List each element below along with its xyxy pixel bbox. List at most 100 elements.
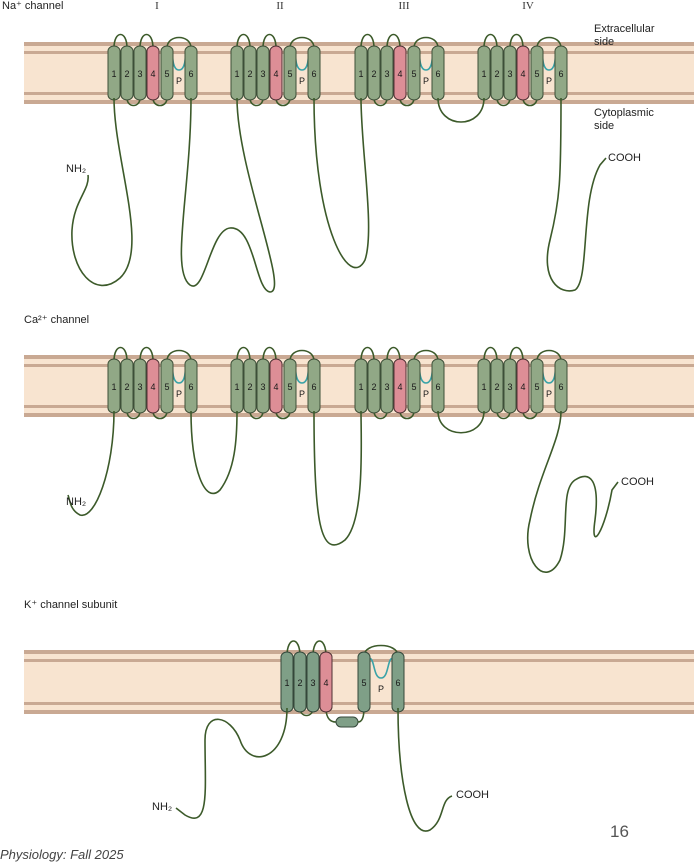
k-pore-loop	[368, 657, 394, 679]
ca-domain-3-segment-4-label: 4	[397, 382, 402, 392]
k-membrane-outer-rail	[24, 650, 694, 654]
ca-n-terminus	[67, 410, 115, 516]
ca-domain-1-pore-label: P	[176, 389, 182, 399]
na-domain-3-segment-3-label: 3	[384, 69, 389, 79]
ca-domain-2-segment-3	[256, 358, 270, 414]
ca-domain-2-segment-5-label: 5	[287, 382, 292, 392]
ca-domain-3-loop-s3-s4	[386, 346, 401, 362]
extracellular-label: Extracellular	[594, 23, 655, 35]
k-segment-5-label: 5	[361, 678, 366, 688]
na-linker-I-II	[180, 97, 276, 293]
ca-domain-4-segment-4-label: 4	[520, 382, 525, 392]
k-segment-4-label: 4	[323, 678, 328, 688]
k-pore-label: P	[378, 684, 384, 694]
k-nh2-label: NH₂	[152, 801, 172, 813]
na-domain-1-segment-2-label: 2	[124, 69, 129, 79]
ca-domain-4-segment-2-label: 2	[494, 382, 499, 392]
extracellular-side-label: side	[594, 36, 614, 48]
na-domain-2-loop-s5-s6	[289, 36, 315, 49]
na-domain-1-loop-s1-s2	[113, 33, 128, 49]
na-domain-1-segment-3-label: 3	[137, 69, 142, 79]
na-domain-4-loop-s3-s4	[509, 33, 524, 49]
ca-domain-4-segment-4	[516, 358, 530, 414]
ca-domain-4-segment-3	[503, 358, 517, 414]
ca-domain-1-segment-6-label: 6	[188, 382, 193, 392]
na-domain-4-segment-5-label: 5	[534, 69, 539, 79]
ca-domain-1-loop-s5-s6	[166, 349, 192, 362]
na-domain-3-segment-5-label: 5	[411, 69, 416, 79]
na-domain-1-pore-label: P	[176, 76, 182, 86]
domain-label-IV: IV	[522, 0, 534, 12]
ca-domain-4-segment-3-label: 3	[507, 382, 512, 392]
footer-course-label: Physiology: Fall 2025	[0, 847, 124, 862]
k-segment-2	[293, 651, 307, 713]
na-domain-3-segment-4	[393, 45, 407, 101]
na-domain-3-loop-s3-s4	[386, 33, 401, 49]
ca-linker-II-III	[313, 410, 363, 546]
k-segment-3	[306, 651, 320, 713]
ca-domain-3-segment-4	[393, 358, 407, 414]
na-domain-3-segment-1-label: 1	[358, 69, 363, 79]
ca-domain-2-loop-s3-s4	[262, 346, 277, 362]
ca-domain-3-loop-s1-s2	[360, 346, 375, 362]
ca-domain-2-segment-6-label: 6	[311, 382, 316, 392]
cytoplasmic-side-label: side	[594, 120, 614, 132]
na-domain-1-segment-4	[146, 45, 160, 101]
ca-domain-1-segment-5-label: 5	[164, 382, 169, 392]
ca-domain-4-loop-s3-s4	[509, 346, 524, 362]
na-domain-4-segment-6-label: 6	[558, 69, 563, 79]
na-nh2-label: NH₂	[66, 163, 86, 175]
cytoplasmic-label: Cytoplasmic	[594, 107, 654, 119]
na-n-terminus	[71, 97, 133, 287]
ca-linker-I-II	[190, 410, 238, 495]
na-domain-4-segment-5	[530, 45, 544, 101]
na-domain-1-segment-5-label: 5	[164, 69, 169, 79]
ca-c-terminus	[526, 410, 619, 573]
ca-domain-3-segment-2	[367, 358, 381, 414]
na-membrane-inner-rail	[24, 100, 694, 104]
ca-domain-2-loop-s1-s2	[236, 346, 251, 362]
na-domain-2-segment-2-label: 2	[247, 69, 252, 79]
na-c-terminus	[546, 97, 607, 292]
domain-label-I: I	[155, 0, 159, 12]
na-domain-4-segment-2	[490, 45, 504, 101]
ca-domain-3-loop-s5-s6	[413, 349, 439, 362]
k-segment-4	[319, 651, 333, 713]
ca-domain-1-segment-3-label: 3	[137, 382, 142, 392]
na-domain-2-segment-4-label: 4	[273, 69, 278, 79]
ca-cooh-label: COOH	[621, 476, 654, 488]
k-segment-5	[357, 651, 371, 713]
k-segment-2-label: 2	[297, 678, 302, 688]
na-domain-2-segment-5	[283, 45, 297, 101]
na-cooh-label: COOH	[608, 152, 641, 164]
ca-domain-3-segment-5-label: 5	[411, 382, 416, 392]
na-domain-2-segment-3-label: 3	[260, 69, 265, 79]
domain-label-II: II	[276, 0, 284, 12]
na-domain-3-loop-s1-s2	[360, 33, 375, 49]
ca-domain-1-loop-s3-s4	[139, 346, 154, 362]
k-segment-6-label: 6	[395, 678, 400, 688]
ca-linker-III-IV	[437, 410, 485, 434]
k-channel-title: K⁺ channel subunit	[24, 599, 117, 611]
na-domain-2-segment-2	[243, 45, 257, 101]
na-domain-4-loop-s5-s6	[536, 36, 562, 49]
na-channel-title: Na⁺ channel	[2, 0, 63, 12]
na-domain-2-pore-label: P	[299, 76, 305, 86]
k-c-terminus	[397, 707, 453, 832]
ca-domain-4-segment-2	[490, 358, 504, 414]
ca-domain-1-segment-2	[120, 358, 134, 414]
ca-domain-3-segment-5	[407, 358, 421, 414]
ca-domain-2-segment-5	[283, 358, 297, 414]
k-segment-3-label: 3	[310, 678, 315, 688]
ca-domain-1-loop-s1-s2	[113, 346, 128, 362]
na-domain-4-segment-4	[516, 45, 530, 101]
ca-domain-1-segment-1-label: 1	[111, 382, 116, 392]
ca-domain-2-segment-4-label: 4	[273, 382, 278, 392]
na-domain-2-segment-1-label: 1	[234, 69, 239, 79]
ca-domain-3-segment-3	[380, 358, 394, 414]
na-domain-4-segment-4-label: 4	[520, 69, 525, 79]
na-domain-2-loop-s3-s4	[262, 33, 277, 49]
